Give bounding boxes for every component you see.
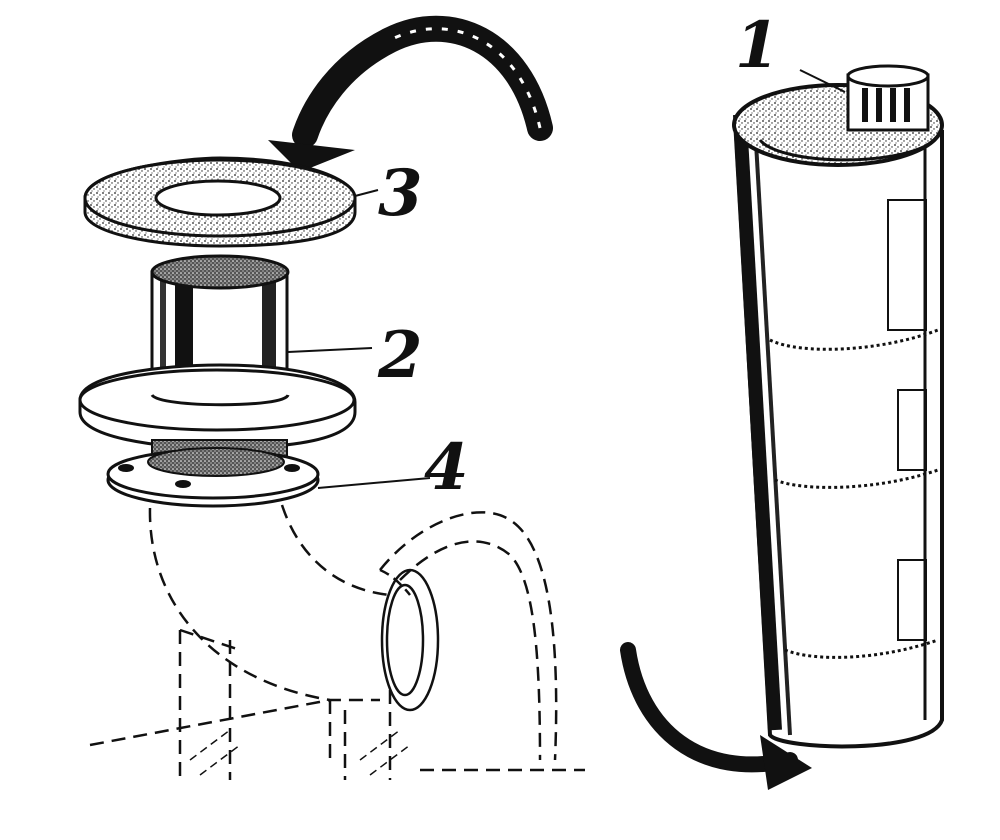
top-arrow — [268, 15, 553, 172]
part-label-1: 1 — [735, 8, 780, 83]
filter-cartridge — [732, 64, 944, 749]
pipe-flange — [106, 447, 431, 508]
part-label-4: 4 — [424, 430, 469, 505]
collar-tube — [78, 254, 373, 463]
pump-outline — [89, 504, 585, 780]
pump-inlet — [379, 568, 440, 712]
bottom-arrow — [620, 642, 812, 790]
part-label-3: 3 — [378, 156, 423, 231]
part-label-2: 2 — [378, 318, 423, 393]
pump-base-hatching — [189, 729, 411, 776]
gasket-ring — [83, 156, 379, 248]
